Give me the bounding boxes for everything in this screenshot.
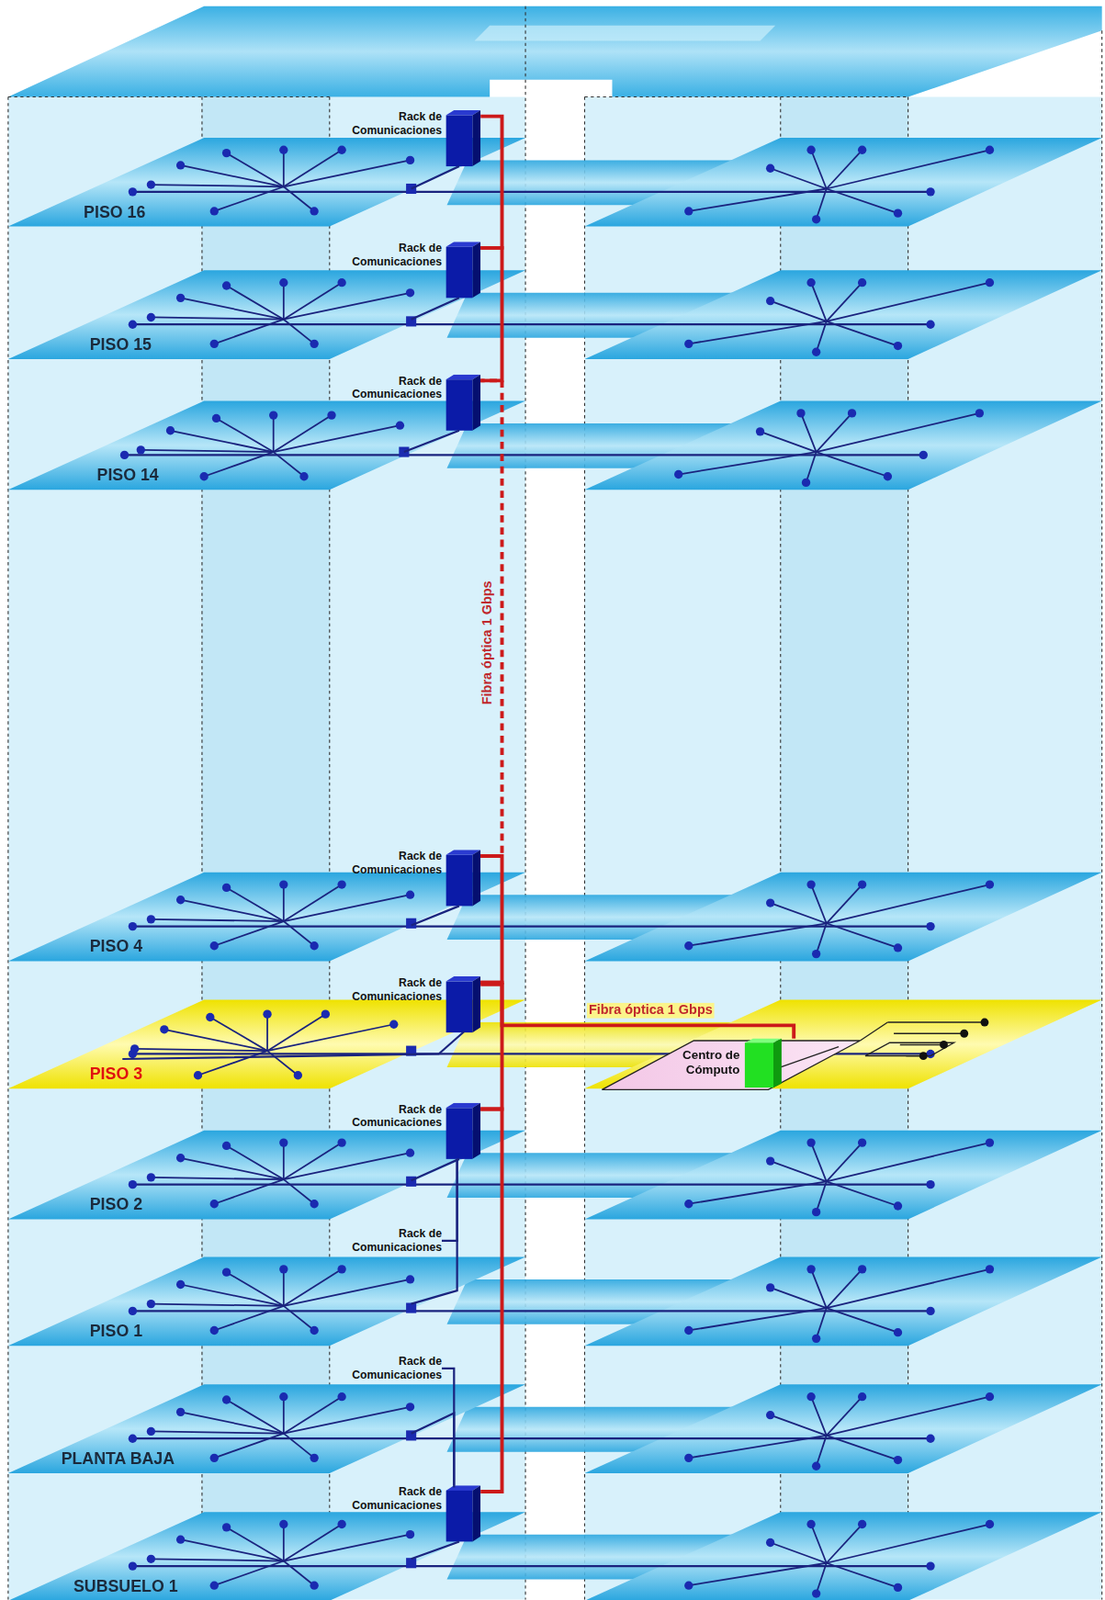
floor-plate <box>8 1000 1105 1092</box>
rack-label: Rack de Comunicaciones <box>339 374 442 402</box>
fiber-link <box>480 856 502 983</box>
floor-label: PISO 4 <box>90 937 1105 957</box>
floor-node: SUBSUELO 1 <box>8 1511 1105 1600</box>
floor-node: PISO 14 <box>8 401 1105 491</box>
utp-link <box>441 1368 454 1487</box>
fiber-link <box>480 982 502 1110</box>
rack-label: Rack de Comunicaciones <box>339 110 442 137</box>
rack-symbol <box>445 976 481 1034</box>
floor-plate <box>8 872 1105 964</box>
rack-symbol <box>445 110 481 168</box>
rack-symbol <box>445 849 481 907</box>
center-label: Centro de Cómputo <box>657 1048 740 1078</box>
edge-label: Fibra óptica 1 Gbps <box>586 1003 715 1019</box>
rack-symbol <box>445 1103 481 1161</box>
communications-rack: Rack de Comunicaciones <box>339 1354 442 1382</box>
fiber-link <box>480 1108 502 1492</box>
floor-plate <box>8 270 1105 361</box>
floor-node: PISO 15 <box>8 270 1105 360</box>
floor-label: SUBSUELO 1 <box>73 1577 1105 1596</box>
floor-node: PISO 16 <box>8 137 1105 227</box>
rack-label: Rack de Comunicaciones <box>339 849 442 877</box>
edge-label: Fibra óptica 1 Gbps <box>480 578 497 707</box>
rack-symbol <box>445 241 481 299</box>
rack-label: Rack de Comunicaciones <box>339 1485 442 1512</box>
floor-node: PISO 1 <box>8 1257 1105 1347</box>
rack-label: Rack de Comunicaciones <box>339 1354 442 1382</box>
floor-label: PISO 2 <box>90 1195 1105 1215</box>
computer-center: Centro de Cómputo <box>601 1038 862 1091</box>
floor-label: PISO 1 <box>90 1322 1105 1342</box>
floor-node: PLANTA BAJA <box>8 1384 1105 1474</box>
fiber-link <box>480 984 794 1039</box>
fiber-link <box>480 116 502 249</box>
floor-label: PISO 3 <box>90 1065 1105 1084</box>
floor-plate <box>8 137 1105 229</box>
floor-plate <box>8 1257 1105 1349</box>
utp-link <box>441 1160 458 1241</box>
floor-plate <box>8 401 1105 493</box>
fiber-link <box>480 380 502 857</box>
floor-label: PISO 16 <box>83 202 1105 222</box>
floor-node: PISO 3Centro de Cómputo <box>8 1000 1105 1090</box>
floor-node: PISO 4 <box>8 872 1105 962</box>
rack-label: Rack de Comunicaciones <box>339 976 442 1004</box>
rack-symbol <box>445 1485 481 1543</box>
rack-label: Rack de Comunicaciones <box>339 241 442 269</box>
floor-label: PISO 14 <box>97 466 1105 485</box>
floor-label: PISO 15 <box>90 335 1105 354</box>
rack-label: Rack de Comunicaciones <box>339 1227 442 1254</box>
communications-rack: Rack de Comunicaciones <box>339 1227 442 1254</box>
floor-node: PISO 2 <box>8 1130 1105 1220</box>
floor-plate <box>8 1130 1105 1222</box>
rack-symbol <box>445 374 481 432</box>
rack-label: Rack de Comunicaciones <box>339 1103 442 1130</box>
fiber-link <box>480 248 502 381</box>
floor-label: PLANTA BAJA <box>61 1449 1105 1468</box>
